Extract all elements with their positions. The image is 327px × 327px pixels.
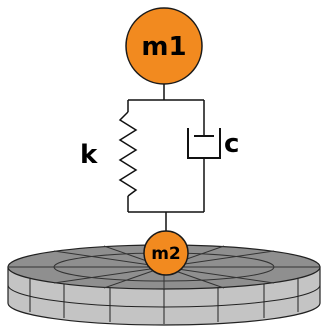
- mass-m1: m1: [125, 7, 203, 85]
- platform-side-segments: [29, 276, 299, 324]
- mass-m1-circle: [125, 7, 203, 85]
- mass-m2-circle: [143, 230, 189, 276]
- mass-m1-label: m1: [141, 32, 186, 62]
- platform: [7, 244, 321, 326]
- damper-label: c: [224, 129, 239, 159]
- damper: [187, 100, 221, 212]
- spring: [118, 100, 138, 212]
- mass-m2: m2: [143, 230, 189, 276]
- spring-label: k: [80, 140, 98, 170]
- connection-frame: [128, 74, 204, 232]
- mass-m2-label: m2: [151, 244, 181, 264]
